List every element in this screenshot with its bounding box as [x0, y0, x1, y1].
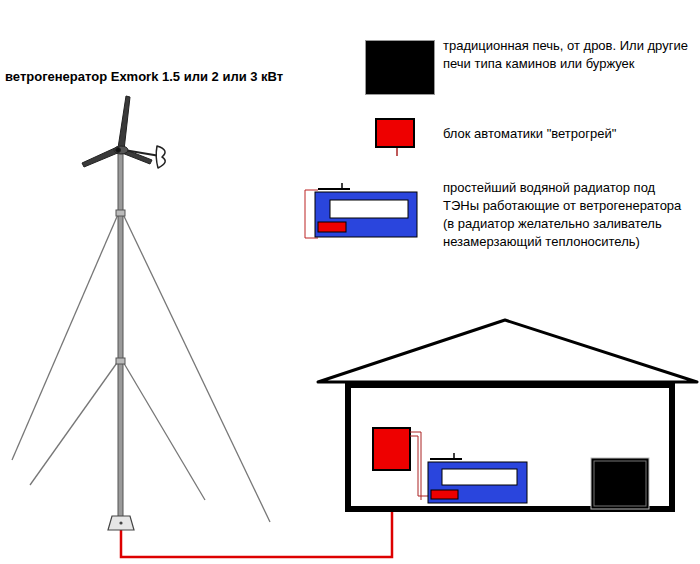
legend-text: блок автоматики "ветрогрей"	[443, 125, 694, 143]
stove	[591, 458, 649, 509]
house	[318, 320, 697, 509]
wind-turbine	[82, 96, 165, 168]
radiator	[428, 453, 527, 503]
tower	[108, 148, 134, 530]
legend-swatch	[365, 40, 435, 95]
legend-text: традиционная печь, от дров. Или другие п…	[443, 37, 694, 73]
turbine-label: ветрогенератор Exmork 1.5 или 2 или 3 кВ…	[5, 68, 283, 86]
legend-swatch	[375, 118, 415, 148]
radiator-sample	[305, 183, 417, 238]
legend-text: простейший водяной радиатор под ТЭНы раб…	[443, 179, 694, 251]
automation-block	[373, 428, 430, 500]
guy-wires	[12, 212, 270, 522]
block-wire-stub	[396, 148, 398, 156]
